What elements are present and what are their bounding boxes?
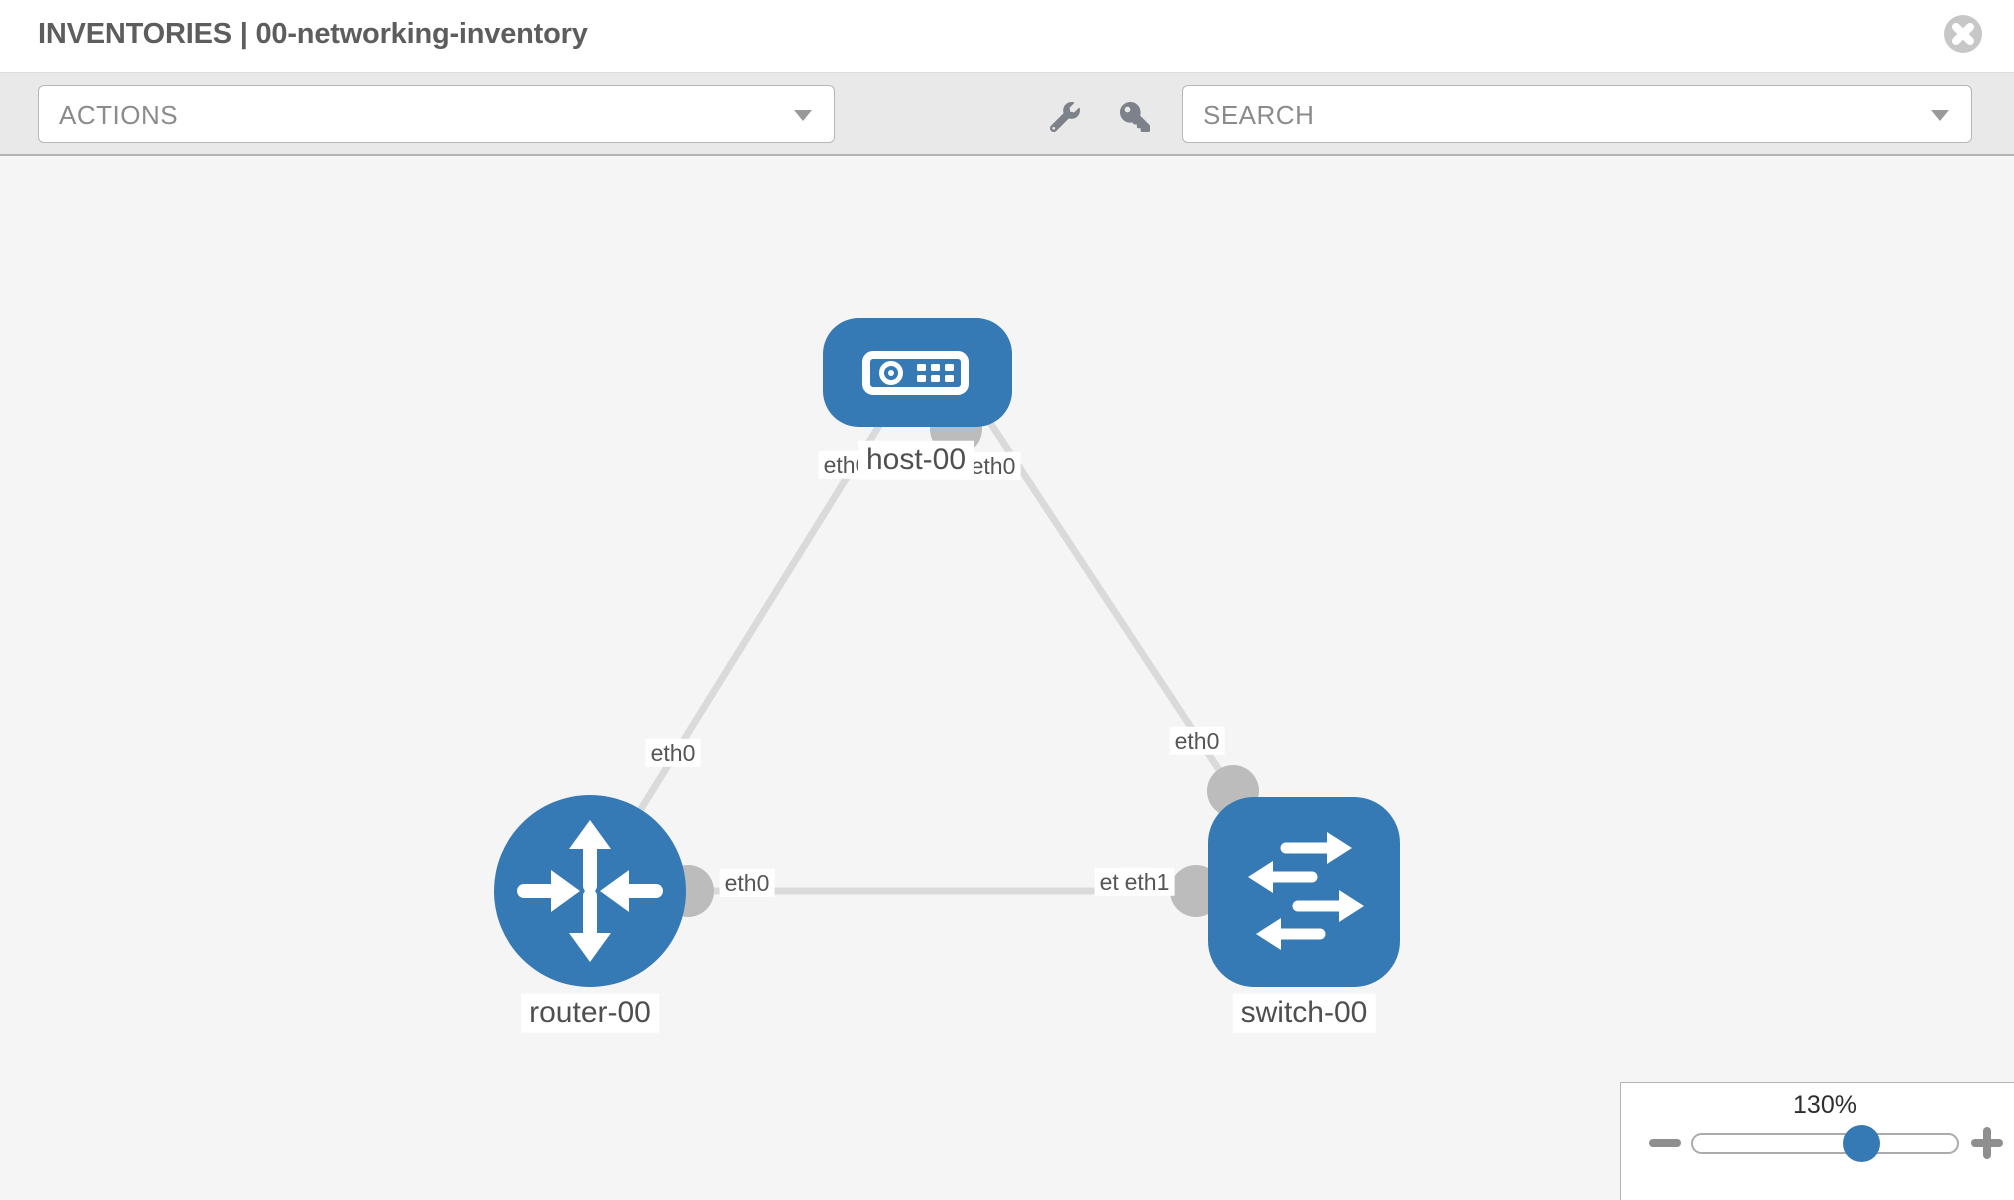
interface-connectors [662,403,1259,917]
zoom-slider-thumb[interactable] [1843,1125,1880,1162]
zoom-in-button[interactable] [1971,1127,2003,1159]
topology-graph [494,318,1400,987]
zoom-level-value: 130% [1793,1091,1857,1119]
zoom-slider[interactable] [1691,1133,1959,1154]
page-title: INVENTORIES | 00-networking-inventory [38,18,588,50]
chevron-down-icon [1931,110,1949,121]
credentials-button[interactable] [1119,102,1153,132]
plus-icon [1983,1127,1991,1159]
close-button[interactable] [1944,15,1982,53]
chevron-down-icon [794,110,812,121]
tools-button[interactable] [1049,102,1083,132]
interface-label: eth0 [719,868,775,898]
topology-canvas[interactable] [0,156,2014,1200]
actions-dropdown-label: ACTIONS [59,100,179,130]
toolbar: ACTIONS SEARCH [0,72,2014,156]
node-label-switch-00: switch-00 [1232,993,1376,1033]
node-host-00[interactable] [823,318,1012,427]
interface-label: eth0 [1169,726,1225,756]
node-label-host-00: host-00 [857,440,975,480]
router-icon [517,820,663,962]
header: INVENTORIES | 00-networking-inventory [0,0,2014,72]
wrench-icon [1049,102,1083,132]
zoom-widget: 130% [1620,1082,2014,1200]
host-icon [862,351,969,395]
switch-icon [1248,832,1364,950]
node-switch-00[interactable] [1208,797,1400,987]
actions-dropdown[interactable]: ACTIONS [38,85,835,143]
interface-label: eth0 [645,738,701,768]
zoom-out-button[interactable] [1649,1139,1681,1147]
link-host-router [587,398,898,893]
interface-label: eth0 [965,451,1021,481]
interface-label: eth1 [1119,867,1175,897]
node-router-00[interactable] [494,795,686,987]
node-label-router-00: router-00 [521,993,659,1033]
search-dropdown-label: SEARCH [1203,100,1315,130]
search-dropdown[interactable]: SEARCH [1182,85,1972,143]
key-icon [1119,102,1153,132]
